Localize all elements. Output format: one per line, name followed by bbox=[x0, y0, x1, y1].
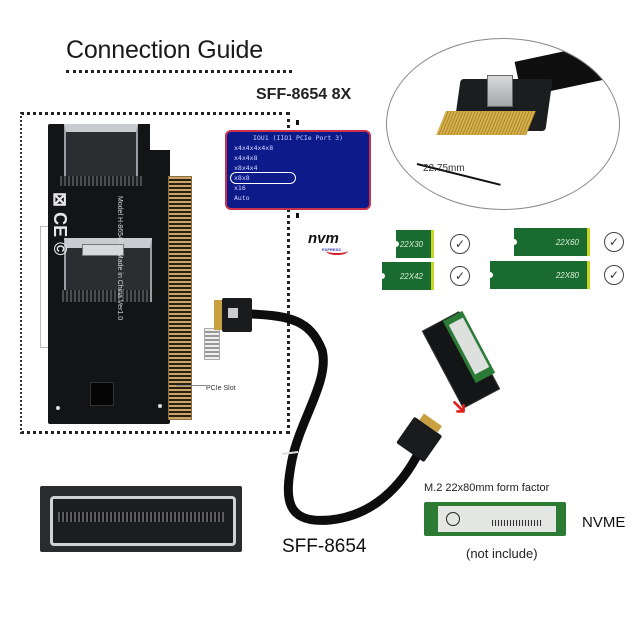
bios-connector-dot bbox=[296, 120, 299, 125]
ssd-barcode bbox=[492, 520, 542, 526]
bios-bifurcation-menu: IOU1 (IIO1 PCIe Port 3) x4x4x4x4x8 x4x4x… bbox=[225, 130, 371, 210]
check-icon: ✓ bbox=[604, 265, 624, 285]
bios-menu-title: IOU1 (IIO1 PCIe Port 3) bbox=[252, 134, 343, 142]
mount-hole bbox=[56, 406, 60, 410]
m2-size-chip: 22X30 bbox=[393, 230, 434, 258]
pcb-frame bbox=[20, 112, 290, 434]
pcb-silkscreen: Model H-8654X-4 Made in China Ver1.0 bbox=[116, 196, 123, 321]
cable-path bbox=[247, 309, 425, 525]
title-divider bbox=[66, 70, 292, 73]
sff8654-port-top-pins bbox=[60, 176, 142, 186]
card-bracket bbox=[40, 226, 55, 348]
m2-size-chip: 22X80 bbox=[487, 261, 590, 289]
pcie-slot-connector bbox=[204, 328, 220, 360]
plug-latch bbox=[487, 75, 513, 107]
slot-pointer-line bbox=[176, 385, 206, 386]
nvme-logo-express: EXPRESS bbox=[322, 247, 341, 252]
connector-type-label: SFF-8654 8X bbox=[256, 86, 352, 103]
check-icon: ✓ bbox=[604, 232, 624, 252]
not-included-note: (not include) bbox=[466, 546, 538, 561]
cable-connector-closeup: 22.75mm bbox=[386, 38, 620, 210]
check-icon: ✓ bbox=[450, 234, 470, 254]
check-icon: ✓ bbox=[450, 266, 470, 286]
bios-option-selected[interactable]: x8x8 bbox=[234, 174, 250, 182]
m2-size-label: 22X42 bbox=[399, 271, 423, 281]
m2-size-label: 22X30 bbox=[399, 239, 423, 249]
pcb-notch bbox=[150, 124, 172, 150]
pcie-edge-connector bbox=[168, 176, 192, 420]
pcie-slot-label: PCIe Slot bbox=[206, 385, 236, 392]
m2-size-label: 22X80 bbox=[555, 270, 579, 280]
m2-size-chip: 22X60 bbox=[511, 228, 590, 256]
cable-plug-right bbox=[396, 413, 442, 462]
controller-chip bbox=[90, 382, 114, 406]
nvme-logo-swoosh bbox=[326, 247, 348, 255]
dimension-label: 22.75mm bbox=[423, 163, 465, 174]
bios-option[interactable]: x4x4x4x4x8 bbox=[234, 144, 274, 152]
m2-size-label: 22X60 bbox=[555, 237, 579, 247]
cable-plug-latch bbox=[228, 308, 238, 318]
bios-connector-dot bbox=[296, 213, 299, 218]
page-title: Connection Guide bbox=[66, 36, 263, 64]
port-latch bbox=[82, 244, 124, 256]
bios-option[interactable]: x8x4x4 bbox=[234, 164, 258, 172]
ssd-sticker-logo bbox=[446, 512, 460, 526]
bios-option[interactable]: x16 bbox=[234, 184, 246, 192]
nvme-logo: nvm bbox=[308, 230, 339, 247]
bios-option[interactable]: Auto bbox=[234, 194, 250, 202]
port-pins bbox=[58, 512, 224, 522]
cable-type-label: SFF-8654 bbox=[282, 536, 367, 557]
m2-size-chip: 22X42 bbox=[379, 262, 434, 290]
sff8654-port-bottom-pins bbox=[62, 290, 150, 302]
form-factor-label: M.2 22x80mm form factor bbox=[424, 482, 550, 494]
selection-highlight bbox=[230, 172, 296, 184]
cable-plug-contacts bbox=[214, 300, 222, 330]
cable-tie bbox=[281, 451, 299, 455]
mount-hole bbox=[158, 404, 162, 408]
nvme-label: NVME bbox=[582, 514, 626, 531]
bios-option[interactable]: x4x4x8 bbox=[234, 154, 258, 162]
